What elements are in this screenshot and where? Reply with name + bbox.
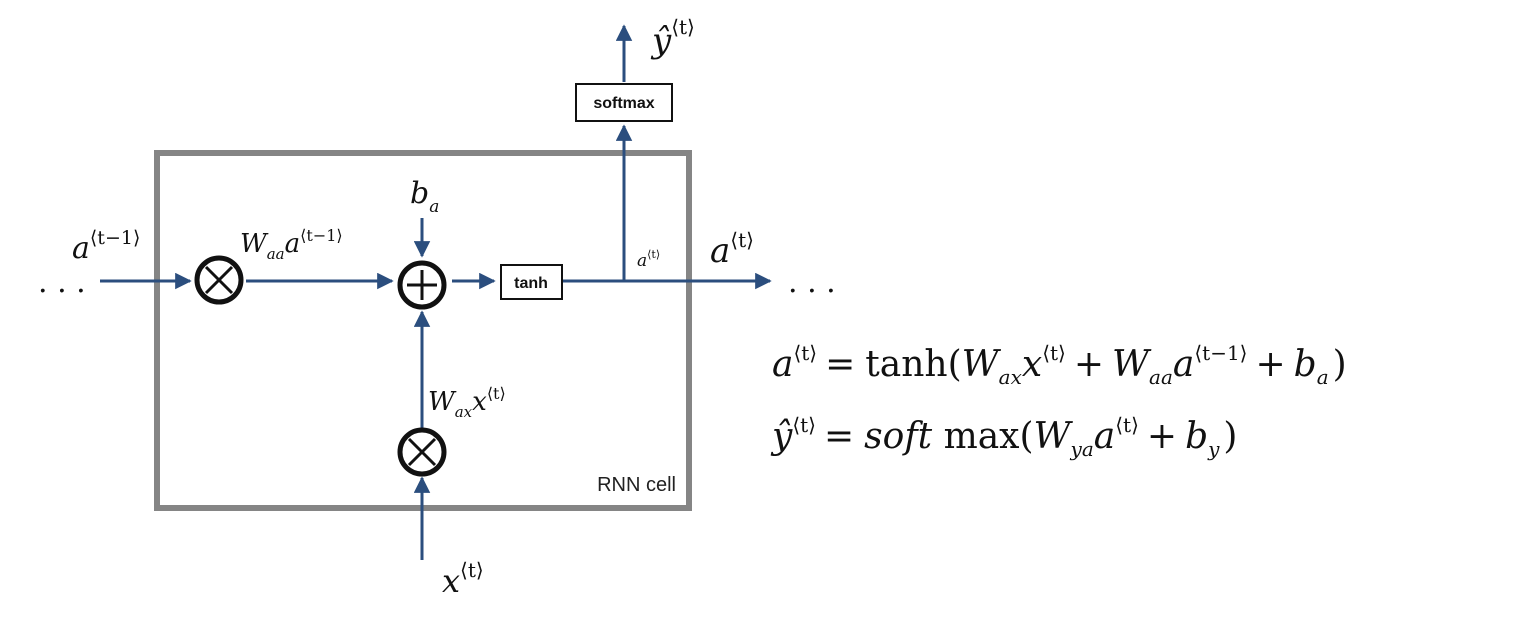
label-wax-term: Waxx⟨t⟩ xyxy=(428,384,506,421)
label-bias: ba xyxy=(410,176,439,217)
ellipsis-right: . . . xyxy=(788,265,836,300)
add-node xyxy=(397,260,447,310)
label-waa-term: Waaa⟨t−1⟩ xyxy=(240,226,343,263)
label-output-y: ŷ⟨t⟩ xyxy=(650,15,695,61)
equation-output: ŷ⟨t⟩=soft max(Wyaa⟨t⟩+by) xyxy=(770,413,1237,461)
multiply-node-bottom xyxy=(397,427,447,477)
equation-hidden-state: a⟨t⟩=tanh(Waxx⟨t⟩+Waaa⟨t−1⟩+ba) xyxy=(772,341,1347,389)
label-prev-state: a⟨t−1⟩ xyxy=(72,227,140,266)
tanh-label: tanh xyxy=(514,275,548,292)
multiply-node-top xyxy=(194,255,244,305)
softmax-label: softmax xyxy=(593,95,654,112)
label-output-state: a⟨t⟩ xyxy=(710,228,754,271)
ellipsis-left: . . . xyxy=(38,265,86,300)
softmax-box xyxy=(575,83,673,122)
label-inner-state: a⟨t⟩ xyxy=(637,248,660,271)
rnn-cell-label: RNN cell xyxy=(597,474,676,496)
tanh-box xyxy=(500,264,563,300)
label-input-x: x⟨t⟩ xyxy=(442,558,484,600)
